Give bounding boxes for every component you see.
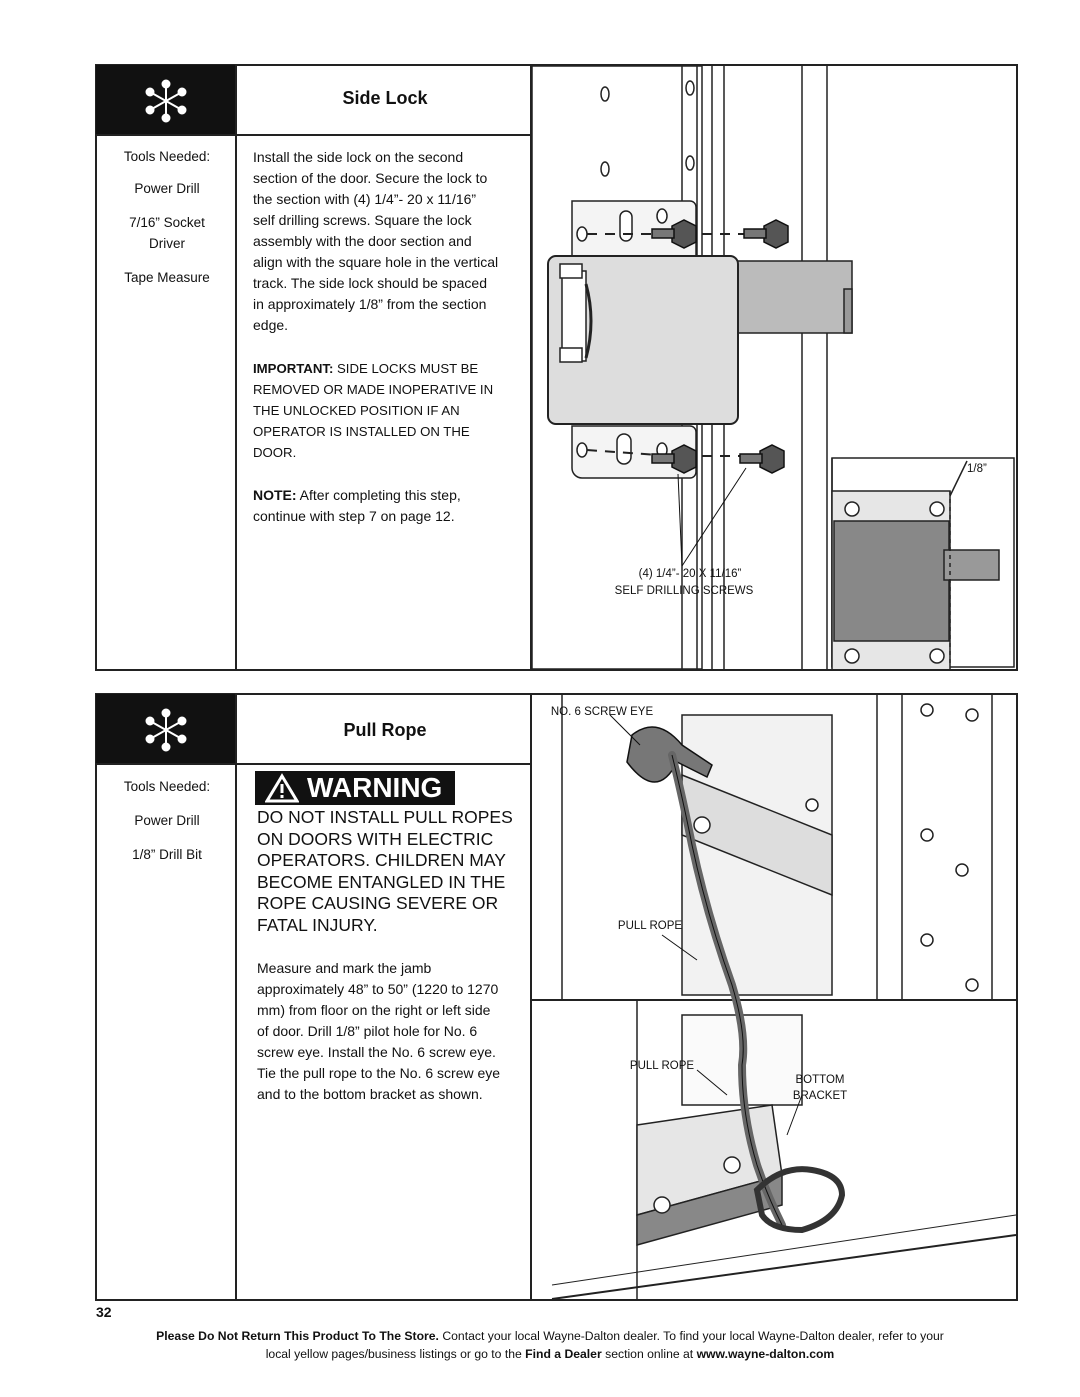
note-line: After completing this step, [296,487,461,503]
instruction-line: mm) from floor on the right or left side [257,1002,491,1018]
important-line: SIDE LOCKS MUST BE [333,361,479,376]
instruction-line: Tie the pull rope to the No. 6 screw eye [257,1065,501,1081]
page-number: 32 [96,1304,112,1320]
warning-line: OPERATORS. CHILDREN MAY [257,850,506,870]
instruction-line: Install the side lock on the second [253,149,464,165]
side-lock-instructions: Install the side lock on the second sect… [253,147,528,336]
instruction-line: section of the door. Secure the lock to [253,170,488,186]
bottom-bracket-label-1: BOTTOM [796,1074,845,1086]
tool-item: Tape Measure [124,269,210,285]
instruction-line: of door. Drill 1/8” pilot hole for No. 6 [257,1023,478,1039]
screws-label-line1: (4) 1/4”- 20 X 11/16” [639,568,742,580]
tool-item: Power Drill [134,813,200,829]
pull-rope-title-rule [236,763,531,765]
instruction-line: self drilling screws. Square the lock [253,212,472,228]
footer-text-3: section online at [601,1347,697,1361]
instruction-line: assembly with the door section and [253,233,472,249]
find-a-dealer-text: Find a Dealer [525,1347,602,1361]
assembly-step-icon [145,708,187,752]
warning-line: DO NOT INSTALL PULL ROPES [257,807,513,827]
pull-rope-title: Pull Rope [343,720,427,740]
warning-line: FATAL INJURY. [257,914,378,935]
tools-heading: Tools Needed: [123,149,211,164]
pull-rope-label-2: PULL ROPE [630,1060,694,1072]
side-lock-col-divider [235,65,237,670]
side-lock-badge-underline [96,134,236,136]
warning-line: ON DOORS WITH ELECTRIC [257,828,494,849]
important-line: REMOVED OR MADE INOPERATIVE IN [253,382,494,397]
footer-bold-return: Please Do Not Return This Product To The… [156,1329,439,1343]
side-lock-tools: Tools Needed: Power Drill 7/16” Socket D… [100,148,234,295]
instruction-line: screw eye. Install the No. 6 screw eye. [257,1044,496,1060]
screw-eye-label: NO. 6 SCREW EYE [551,706,654,718]
warning-banner: WARNING [255,771,455,805]
pull-rope-section [95,693,1018,1301]
footer-contact-text: Contact your local Wayne-Dalton dealer. … [438,1329,944,1343]
warning-line: BECOME ENTANGLED IN THE [257,871,506,892]
pull-rope-illustration: NO. 6 SCREW EYE PULL ROPE PULL ROPE BOTT… [532,695,1016,1299]
footer-text-2: local yellow pages/business listings or … [265,1347,526,1361]
side-lock-step-badge [96,65,236,135]
pull-rope-col-divider [235,694,237,1300]
important-label: IMPORTANT: [253,361,334,376]
assembly-step-icon [145,79,187,123]
tool-item: Power Drill [134,181,200,197]
note-line: continue with step 7 on page 12. [253,508,455,524]
instruction-line: Measure and mark the jamb [257,960,432,976]
warning-label: WARNING [307,772,443,803]
pull-rope-badge-underline [96,763,236,765]
instruction-line: in approximately 1/8” from the section [253,296,487,312]
instruction-line: align with the square hole in the vertic… [253,254,499,270]
side-lock-note: NOTE: After completing this step, contin… [253,485,528,527]
bottom-bracket-label-2: BRACKET [793,1090,847,1102]
warning-line: ROPE CAUSING SEVERE OR [257,893,499,913]
warning-triangle-icon [265,773,299,803]
pull-rope-instructions: Measure and mark the jamb approximately … [257,958,529,1105]
instruction-line: and to the bottom bracket as shown. [257,1086,483,1102]
tool-item: 1/8” Drill Bit [132,847,202,863]
side-lock-title-rule [236,134,531,136]
footer-text: Please Do Not Return This Product To The… [100,1327,1000,1363]
gap-label: 1/8” [967,463,987,475]
important-line: DOOR. [253,445,297,460]
instruction-line: approximately 48” to 50” (1220 to 1270 [257,981,499,997]
warning-text: DO NOT INSTALL PULL ROPES ON DOORS WITH … [257,807,529,936]
tool-item: 7/16” Socket [129,215,205,231]
side-lock-illustration: 1/8” (4) 1/4”- 20 X 11/16” SELF DRILLING… [532,66,1015,669]
note-label: NOTE: [253,487,297,503]
pull-rope-label-1: PULL ROPE [618,920,682,932]
instruction-line: the section with (4) 1/4”- 20 x 11/16” [253,191,477,207]
website-link[interactable]: www.wayne-dalton.com [696,1347,835,1361]
tools-heading: Tools Needed: [123,779,211,794]
instruction-line: track. The side lock should be spaced [253,275,487,291]
side-lock-figure-divider [530,65,532,670]
pull-rope-tools: Tools Needed: Power Drill 1/8” Drill Bit [100,778,234,873]
screws-label-line2: SELF DRILLING SCREWS [615,585,754,597]
important-line: OPERATOR IS INSTALLED ON THE [253,424,470,439]
pull-rope-step-badge [96,694,236,764]
side-lock-title: Side Lock [342,88,428,108]
pull-rope-figure-divider [530,694,532,1300]
important-line: THE UNLOCKED POSITION IF AN [253,403,460,418]
instruction-line: edge. [253,317,289,333]
important-notice: IMPORTANT: SIDE LOCKS MUST BE REMOVED OR… [253,358,528,463]
tool-item: Driver [149,235,185,251]
